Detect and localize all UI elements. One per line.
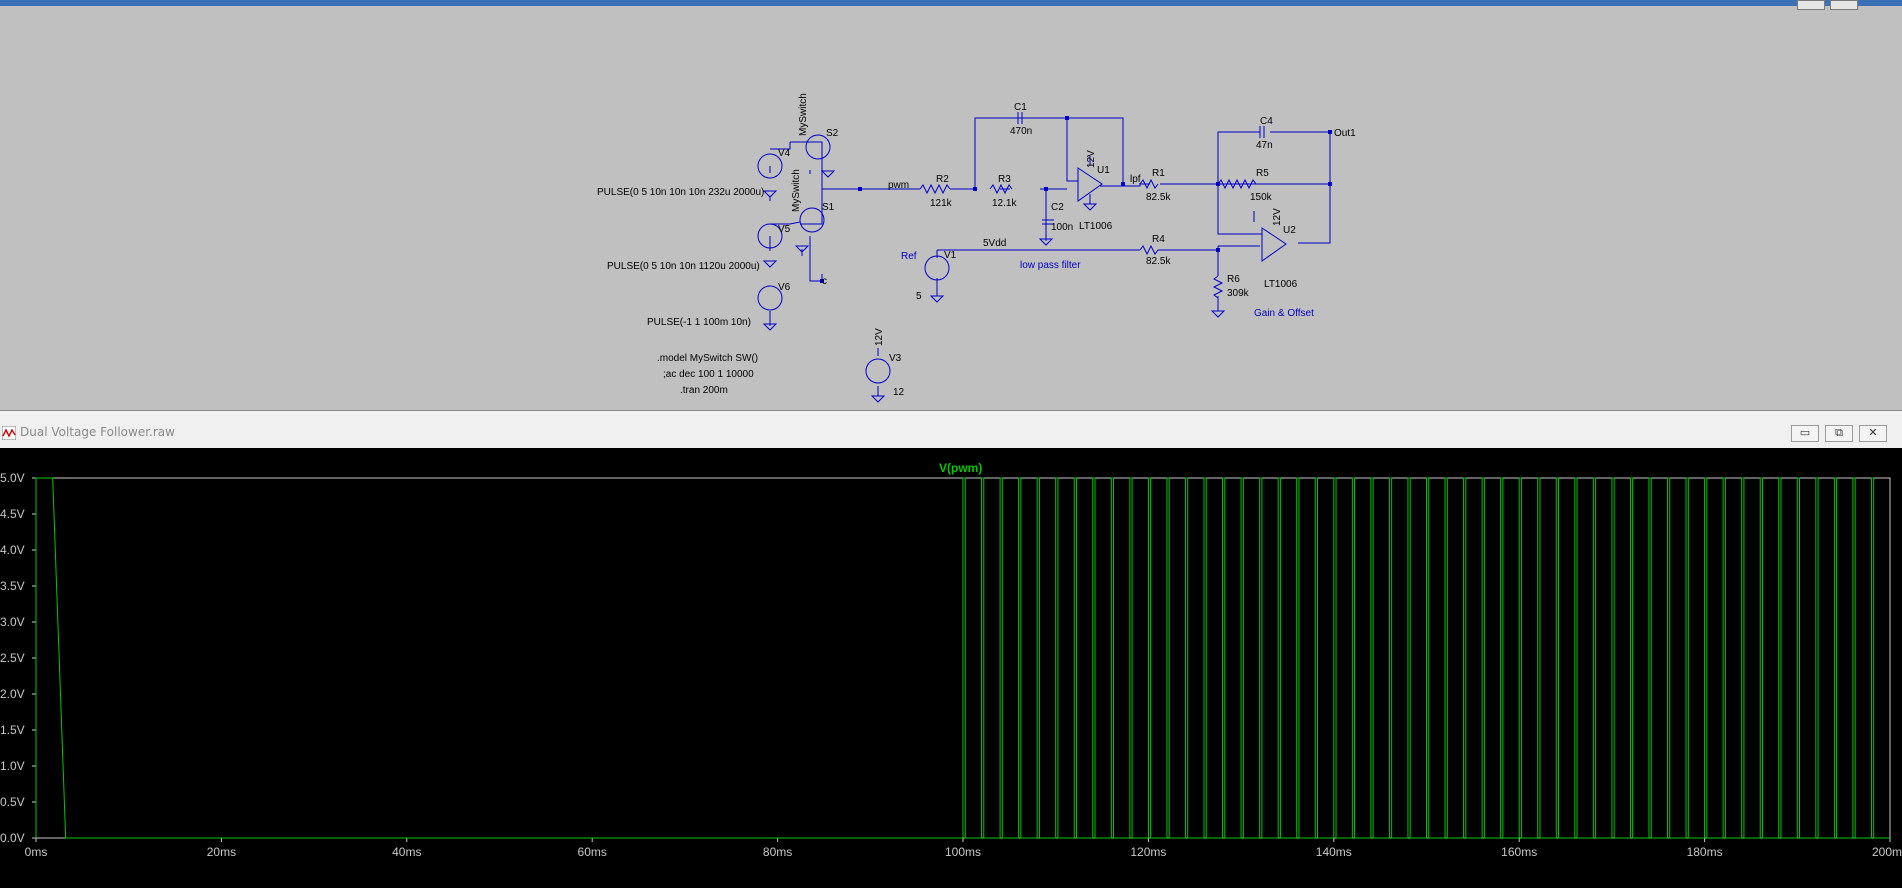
directive-tran: .tran 200m [680, 385, 728, 396]
schematic-minimize-button[interactable] [1797, 0, 1825, 10]
schematic-pane[interactable]: PULSE(0 5 10n 10n 10n 232u 2000u) PULSE(… [0, 0, 1902, 410]
myswitch-top-label: MySwitch [798, 93, 809, 136]
r2-label: R2 [936, 174, 949, 185]
out1-label: Out1 [1334, 128, 1356, 139]
r6-label: R6 [1227, 274, 1240, 285]
u1-label: U1 [1097, 165, 1110, 176]
y-tick-label: 4.5V [0, 507, 25, 521]
c4-value: 47n [1256, 140, 1273, 151]
v3-rail-label: 12V [874, 328, 885, 346]
x-tick-label: 180ms [1687, 845, 1723, 859]
v4-label: V4 [778, 148, 791, 159]
r1-value: 82.5k [1146, 192, 1171, 203]
r1-label: R1 [1152, 168, 1165, 179]
u1-rail-label: 12V [1086, 150, 1097, 168]
x-tick-label: 40ms [392, 845, 421, 859]
plot-area[interactable]: V(pwm) 0.0V 0.5V 1.0V 1.5V 2.0V 2.5V 3.0V 3.5V 4.… [0, 448, 1902, 888]
pulse-v6-label: PULSE(-1 1 100m 10n) [647, 317, 751, 328]
x-tick-label: 140ms [1316, 845, 1352, 859]
low-pass-filter-label: low pass filter [1020, 260, 1081, 271]
pulse-v5-label: PULSE(0 5 10n 10n 1120u 2000u) [607, 261, 760, 272]
r2-value: 121k [930, 198, 953, 209]
u2-model: LT1006 [1264, 279, 1298, 290]
x-tick-label: 0ms [25, 845, 48, 859]
schematic-close-button[interactable] [1830, 0, 1858, 10]
waveform-icon [2, 426, 16, 440]
plot-window[interactable]: Dual Voltage Follower.raw ▭ ⧉ ✕ V(pwm) 0.… [0, 410, 1902, 888]
x-tick-label: 100ms [945, 845, 981, 859]
s2-label: S2 [826, 128, 839, 139]
net-lpf-label: lpf [1130, 174, 1141, 185]
c1-value: 470n [1010, 126, 1032, 137]
r6-value: 309k [1227, 288, 1250, 299]
y-tick-label: 4.0V [0, 543, 25, 557]
y-tick-label: 5.0V [0, 471, 25, 485]
y-tick-label: 3.0V [0, 615, 25, 629]
x-tick-label: 60ms [578, 845, 607, 859]
x-tick-label: 200ms [1872, 845, 1902, 859]
v6-label: V6 [778, 282, 791, 293]
r5-value: 150k [1250, 192, 1273, 203]
u2-label: U2 [1283, 225, 1296, 236]
c2-label: C2 [1051, 202, 1064, 213]
r5-label: R5 [1256, 168, 1269, 179]
node-c-label: c [822, 276, 827, 287]
y-tick-label: 3.5V [0, 579, 25, 593]
r4-value: 82.5k [1146, 256, 1171, 267]
s1-label: S1 [822, 202, 835, 213]
x-tick-label: 20ms [207, 845, 236, 859]
y-tick-label: 2.0V [0, 687, 25, 701]
c4-label: C4 [1260, 116, 1273, 127]
u2-rail-label: 12V [1272, 208, 1283, 226]
c2-value: 100n [1051, 222, 1073, 233]
minimize-button[interactable]: ▭ [1791, 425, 1819, 442]
directive-model: .model MySwitch SW() [657, 353, 758, 364]
gain-offset-label: Gain & Offset [1254, 308, 1314, 319]
x-tick-label: 160ms [1501, 845, 1537, 859]
r3-value: 12.1k [992, 198, 1017, 209]
v1-value: 5 [916, 291, 922, 302]
net-5vdd-label: 5Vdd [983, 238, 1006, 249]
plot-window-title: Dual Voltage Follower.raw [20, 425, 175, 439]
r4-label: R4 [1152, 234, 1165, 245]
waveform-plot[interactable]: V(pwm) 0.0V 0.5V 1.0V 1.5V 2.0V 2.5V 3.0V 3.5V 4.… [0, 448, 1902, 888]
y-tick-label: 0.5V [0, 795, 25, 809]
u1-model: LT1006 [1079, 221, 1113, 232]
x-tick-label: 80ms [763, 845, 792, 859]
myswitch-bottom-label: MySwitch [791, 169, 802, 212]
plot-titlebar[interactable]: Dual Voltage Follower.raw ▭ ⧉ ✕ [0, 422, 1902, 446]
v1-label: V1 [944, 250, 957, 261]
x-tick-label: 120ms [1130, 845, 1166, 859]
schematic-canvas[interactable]: PULSE(0 5 10n 10n 10n 232u 2000u) PULSE(… [0, 6, 1902, 410]
y-tick-label: 1.0V [0, 759, 25, 773]
close-button[interactable]: ✕ [1859, 425, 1887, 442]
restore-button[interactable]: ⧉ [1825, 425, 1853, 442]
pulse-v4-label: PULSE(0 5 10n 10n 10n 232u 2000u) [597, 187, 764, 198]
v3-label: V3 [889, 353, 902, 364]
y-tick-label: 2.5V [0, 651, 25, 665]
directive-ac: ;ac dec 100 1 10000 [663, 369, 754, 380]
y-tick-label: 0.0V [0, 831, 25, 845]
y-tick-label: 1.5V [0, 723, 25, 737]
v5-label: V5 [778, 224, 791, 235]
chart-title: V(pwm) [939, 461, 982, 475]
r3-label: R3 [998, 174, 1011, 185]
net-pwm-label: pwm [888, 180, 909, 191]
ref-label: Ref [901, 251, 917, 262]
c1-label: C1 [1014, 102, 1027, 113]
v3-value: 12 [893, 387, 905, 398]
trace-vpwm [35, 477, 1890, 839]
